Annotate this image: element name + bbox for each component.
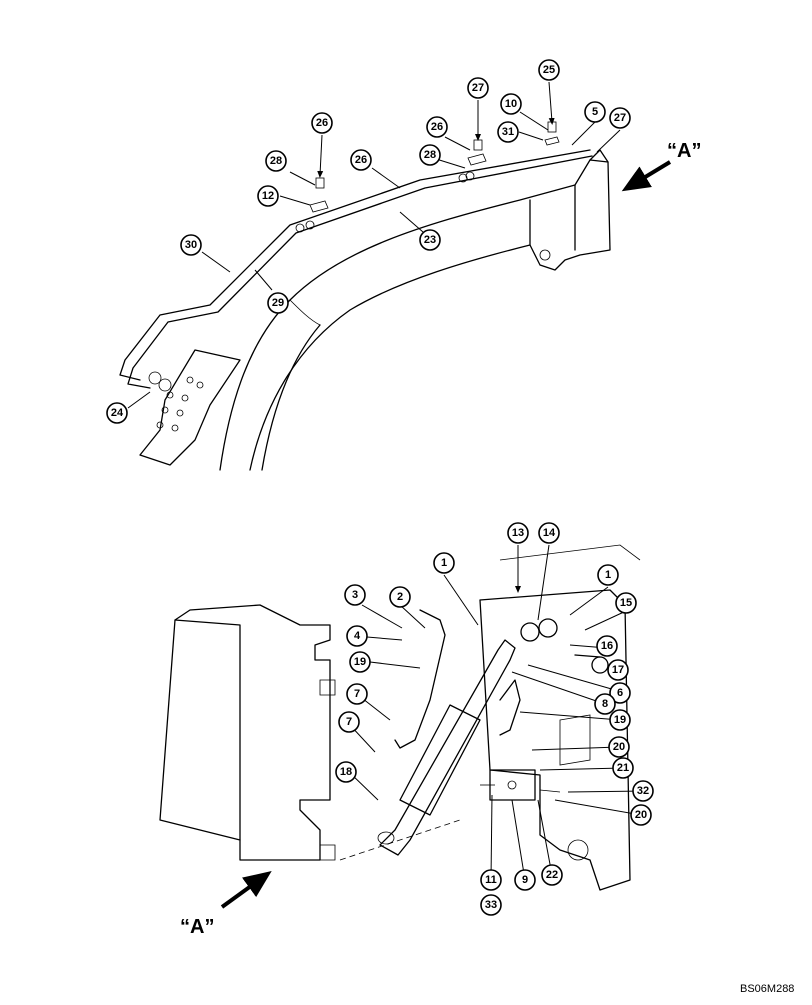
upper-callout-31: 31: [497, 121, 519, 143]
upper-callout-number: 27: [472, 82, 484, 94]
upper-callout-23: 23: [419, 229, 441, 251]
lower-callout-1: 1: [433, 552, 455, 574]
lower-leaders: [348, 544, 644, 881]
view-arrow-upper: [621, 160, 672, 192]
upper-callout-number: 23: [424, 234, 436, 246]
lower-callout-4: 4: [346, 625, 368, 647]
lower-callout-6: 6: [609, 682, 631, 704]
lower-callout-14: 14: [538, 522, 560, 544]
lower-callout-22: 22: [541, 864, 563, 886]
upper-callout-29: 29: [267, 292, 289, 314]
lower-callout-number: 15: [620, 597, 632, 609]
lower-callout-32: 32: [632, 780, 654, 802]
upper-callout-number: 30: [185, 239, 197, 251]
lower-callout-number: 20: [635, 809, 647, 821]
lower-callout-9: 9: [514, 869, 536, 891]
upper-callout-5: 5: [584, 101, 606, 123]
lower-callout-21: 21: [612, 757, 634, 779]
lower-callout-13: 13: [507, 522, 529, 544]
lower-callout-number: 7: [354, 688, 360, 700]
upper-callout-26: 26: [426, 116, 448, 138]
lower-callout-17: 17: [607, 659, 629, 681]
upper-callout-number: 26: [355, 154, 367, 166]
lower-callout-number: 14: [543, 527, 556, 539]
upper-callout-number: 31: [502, 126, 514, 138]
lower-callout-15: 15: [615, 592, 637, 614]
lower-callout-7: 7: [346, 683, 368, 705]
lower-callout-number: 16: [601, 640, 613, 652]
upper-callout-number: 26: [316, 117, 328, 129]
upper-callout-26: 26: [350, 149, 372, 171]
upper-callout-27: 27: [467, 77, 489, 99]
upper-callout-number: 12: [262, 190, 274, 202]
lower-callout-number: 1: [441, 557, 447, 569]
lower-callout-20: 20: [630, 804, 652, 826]
upper-callout-30: 30: [180, 234, 202, 256]
lower-callout-number: 13: [512, 527, 524, 539]
view-label-lower: “A”: [180, 916, 215, 938]
hydraulic-tubes: [119, 121, 593, 392]
lower-callout-1: 1: [597, 564, 619, 586]
lower-callout-number: 3: [352, 589, 358, 601]
upper-callout-24: 24: [106, 402, 128, 424]
lower-callout-7: 7: [338, 711, 360, 733]
lower-callout-8: 8: [594, 693, 616, 715]
view-arrow-lower: [220, 870, 272, 909]
lower-callout-18: 18: [335, 761, 357, 783]
upper-callout-number: 24: [111, 407, 124, 419]
lower-callout-number: 9: [522, 874, 528, 886]
upper-callout-number: 29: [272, 297, 284, 309]
lower-callout-11: 11: [480, 869, 502, 891]
lower-callout-33: 33: [480, 894, 502, 916]
lower-callout-20: 20: [608, 736, 630, 758]
upper-callout-28: 28: [419, 144, 441, 166]
upper-callout-number: 26: [431, 121, 443, 133]
upper-callout-number: 10: [505, 98, 517, 110]
lower-callout-number: 6: [617, 687, 623, 699]
lower-callout-16: 16: [596, 635, 618, 657]
upper-callout-number: 25: [543, 64, 555, 76]
reference-code: BS06M288: [740, 983, 795, 995]
lower-callout-19: 19: [349, 651, 371, 673]
lower-callout-number: 22: [546, 869, 558, 881]
lower-callout-19: 19: [609, 709, 631, 731]
lower-callout-number: 7: [346, 716, 352, 728]
lower-callout-number: 32: [637, 785, 649, 797]
lower-callout-number: 11: [485, 874, 497, 886]
lower-callout-number: 19: [354, 656, 366, 668]
lower-callout-number: 1: [605, 569, 611, 581]
upper-callout-28: 28: [265, 150, 287, 172]
upper-callouts: 25 27 26 10 5 27 31 26 28 12 26 28 23 30 29 24: [106, 59, 631, 424]
upper-callout-number: 27: [614, 112, 626, 124]
lower-callout-3: 3: [344, 584, 366, 606]
lower-callout-number: 21: [617, 762, 629, 774]
cylinder-drawing: [377, 609, 561, 856]
lower-callout-number: 19: [614, 714, 626, 726]
lower-callout-number: 4: [354, 630, 361, 642]
upper-leaders: [127, 81, 621, 409]
upper-callout-26: 26: [311, 112, 333, 134]
lower-callout-number: 20: [613, 741, 625, 753]
upper-callout-number: 5: [592, 106, 598, 118]
lower-callout-number: 18: [340, 766, 352, 778]
cover-drawing: [159, 604, 461, 861]
upper-callout-10: 10: [500, 93, 522, 115]
upper-callout-25: 25: [538, 59, 560, 81]
lower-callout-number: 17: [612, 664, 624, 676]
lower-callout-number: 8: [602, 698, 608, 710]
lower-callout-number: 33: [485, 899, 497, 911]
lower-callout-number: 2: [397, 591, 403, 603]
upper-callout-number: 28: [270, 155, 282, 167]
upper-callout-27: 27: [609, 107, 631, 129]
lower-callout-2: 2: [389, 586, 411, 608]
upper-callout-12: 12: [257, 185, 279, 207]
boom-drawing: [139, 149, 611, 471]
view-label-upper: “A”: [667, 140, 702, 162]
upper-callout-number: 28: [424, 149, 436, 161]
